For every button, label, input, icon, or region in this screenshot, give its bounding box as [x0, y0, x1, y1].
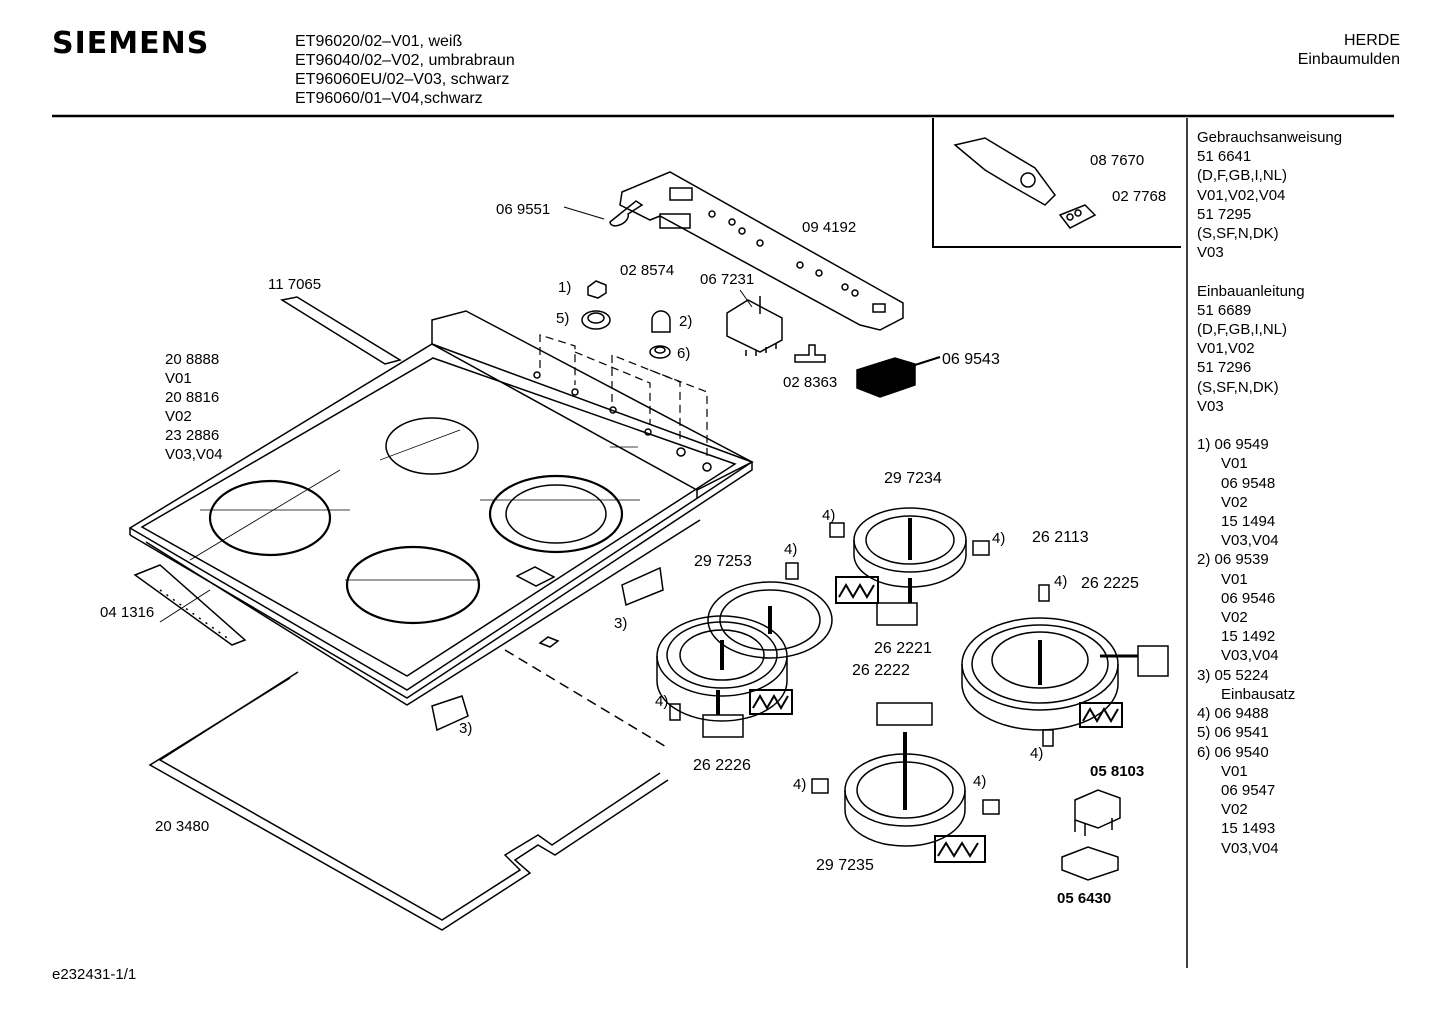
legend-line: 2) 06 9539 — [1197, 551, 1269, 569]
note-4a: 4) — [822, 507, 836, 524]
label-069551: 06 9551 — [496, 201, 551, 218]
label-297253: 29 7253 — [694, 553, 752, 570]
drawing-code: e232431-1/1 — [52, 966, 137, 983]
legend-line: V03,V04 — [1221, 839, 1279, 857]
note-2: 2) — [679, 313, 693, 330]
label-297234: 29 7234 — [884, 470, 942, 487]
glass-label: 20 8888 V01 20 8816 V02 23 2886 V03,V04 — [165, 350, 223, 464]
legend-line: 15 1492 — [1221, 628, 1276, 646]
label-094192: 09 4192 — [802, 219, 857, 236]
category-line: HERDE — [1343, 32, 1400, 49]
note-4e: 4) — [655, 693, 669, 710]
legend-line: V01 — [1221, 570, 1248, 588]
model-line: ET96060/01–V04,schwarz — [295, 90, 483, 107]
legend-line: 06 9547 — [1221, 781, 1276, 799]
legend-line: V03 — [1197, 244, 1224, 262]
model-line: ET96020/02–V01, weiß — [295, 33, 463, 50]
legend-line: 06 9546 — [1221, 589, 1276, 607]
legend-line: V01,V02,V04 — [1197, 186, 1286, 204]
legend-line: V02 — [1221, 801, 1248, 819]
legend-line: Gebrauchsanweisung — [1197, 129, 1343, 146]
label-028363: 02 8363 — [783, 374, 838, 391]
burner-262113 — [961, 617, 1119, 731]
legend-line: 4) 06 9488 — [1197, 705, 1269, 723]
legend-line: 5) 06 9541 — [1197, 724, 1269, 742]
glass-line: V03,V04 — [165, 446, 223, 463]
note-6: 6) — [677, 345, 691, 362]
note-5: 5) — [556, 310, 570, 327]
note-4b: 4) — [992, 530, 1006, 547]
label-087670: 08 7670 — [1090, 152, 1145, 169]
note-4d: 4) — [1054, 573, 1068, 590]
legend-line: 06 9548 — [1221, 474, 1276, 492]
note-4c: 4) — [784, 541, 798, 558]
glass-line: V02 — [165, 408, 192, 425]
legend-line: V01 — [1221, 762, 1248, 780]
legend-line: V03 — [1197, 397, 1224, 415]
legend-line: V01,V02 — [1197, 340, 1255, 358]
legend-line: (D,F,GB,I,NL) — [1197, 167, 1288, 185]
label-069543: 06 9543 — [942, 351, 1000, 368]
label-056430: 05 6430 — [1057, 890, 1112, 907]
legend-spacer — [1197, 262, 1342, 281]
model-line: ET96040/02–V02, umbrabraun — [295, 52, 515, 69]
glass-line: 20 8888 — [165, 351, 220, 368]
legend-line: 15 1493 — [1221, 820, 1276, 838]
burner-297253 — [656, 581, 833, 722]
legend-line: 51 6689 — [1197, 301, 1252, 319]
legend-line: Einbausatz — [1221, 685, 1296, 703]
brand-logo: SIEMENS — [52, 26, 210, 61]
legend-line: 51 6641 — [1197, 148, 1252, 166]
legend-column: Gebrauchsanweisung 51 6641 (D,F,GB,I,NL)… — [1197, 128, 1342, 858]
label-027768: 02 7768 — [1112, 188, 1167, 205]
legend-line: V01 — [1221, 455, 1248, 473]
label-067231: 06 7231 — [700, 271, 755, 288]
label-262225: 26 2225 — [1081, 575, 1139, 592]
legend-line: 3) 05 5224 — [1197, 666, 1269, 684]
glass-line: 23 2886 — [165, 427, 220, 444]
label-297235: 29 7235 — [816, 857, 874, 874]
cooktop — [128, 310, 754, 706]
note-4h: 4) — [973, 773, 987, 790]
legend-line: V02 — [1221, 493, 1248, 511]
model-list: ET96020/02–V01, weiß ET96040/02–V02, umb… — [295, 32, 515, 108]
legend-line: (S,SF,N,DK) — [1197, 378, 1279, 396]
label-117065: 11 7065 — [268, 276, 322, 293]
legend-line: V03,V04 — [1221, 647, 1279, 665]
label-041316: 04 1316 — [100, 604, 155, 621]
label-262113: 26 2113 — [1032, 529, 1089, 546]
legend-line: Einbauanleitung — [1197, 282, 1305, 300]
note-3a: 3) — [614, 615, 628, 632]
note-4g: 4) — [793, 776, 807, 793]
legend-line: V03,V04 — [1221, 532, 1279, 550]
model-line: ET96060EU/02–V03, schwarz — [295, 71, 510, 88]
burner-297234 — [853, 507, 967, 588]
legend-line: 15 1494 — [1221, 513, 1276, 531]
label-262226: 26 2226 — [693, 757, 751, 774]
legend-line: 6) 06 9540 — [1197, 743, 1269, 761]
label-262221: 26 2221 — [874, 640, 932, 657]
category: HERDE Einbaumulden — [1298, 31, 1400, 69]
burner-297235 — [844, 732, 966, 847]
glass-line: V01 — [165, 370, 192, 387]
category-line: Einbaumulden — [1297, 51, 1400, 68]
label-058103: 05 8103 — [1090, 763, 1145, 780]
label-262222: 26 2222 — [852, 662, 910, 679]
label-203480: 20 3480 — [155, 818, 210, 835]
legend-line: 1) 06 9549 — [1197, 436, 1269, 454]
note-4f: 4) — [1030, 745, 1044, 762]
label-028574: 02 8574 — [620, 262, 675, 279]
glass-line: 20 8816 — [165, 389, 220, 406]
note-3b: 3) — [459, 720, 473, 737]
legend-line: 51 7296 — [1197, 359, 1252, 377]
legend-spacer — [1197, 416, 1342, 435]
legend-line: (D,F,GB,I,NL) — [1197, 321, 1288, 339]
legend-line: (S,SF,N,DK) — [1197, 225, 1279, 243]
note-1: 1) — [558, 279, 572, 296]
legend-line: V02 — [1221, 609, 1248, 627]
legend-line: 51 7295 — [1197, 205, 1252, 223]
